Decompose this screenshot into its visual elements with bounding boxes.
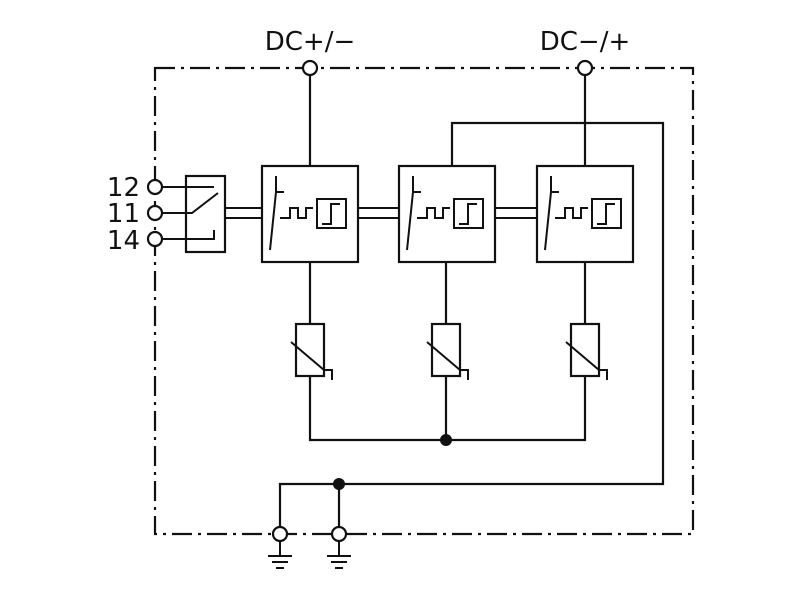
disconnector-module-1 <box>260 164 360 264</box>
wire-ground-loop <box>339 121 665 486</box>
terminal-dc-left <box>301 59 319 77</box>
terminal-11 <box>146 204 164 222</box>
device-enclosure <box>153 66 695 536</box>
wire-pe-left <box>278 482 339 528</box>
terminal-12 <box>146 178 164 196</box>
junction-ground <box>333 478 345 490</box>
label-contact-12: 12 <box>107 173 140 203</box>
terminal-pe-2 <box>330 525 348 543</box>
signalling-contact <box>160 174 227 254</box>
label-dc-plus-minus: DC+/− <box>265 27 356 57</box>
label-contact-11: 11 <box>107 199 140 229</box>
ground-icon <box>327 541 351 569</box>
junction-varistor <box>440 434 452 446</box>
wire-varistor-common <box>308 376 587 442</box>
terminal-14 <box>146 230 164 248</box>
varistor-2 <box>426 322 469 380</box>
varistor-1 <box>290 322 333 380</box>
label-contact-14: 14 <box>107 226 140 256</box>
disconnector-module-2 <box>397 164 497 264</box>
label-dc-minus-plus: DC−/+ <box>540 27 631 57</box>
ground-icon <box>268 541 292 569</box>
disconnector-module-3 <box>535 164 635 264</box>
mechanical-link <box>225 207 537 219</box>
terminal-pe-1 <box>271 525 289 543</box>
terminal-dc-right <box>576 59 594 77</box>
varistor-3 <box>565 322 608 380</box>
